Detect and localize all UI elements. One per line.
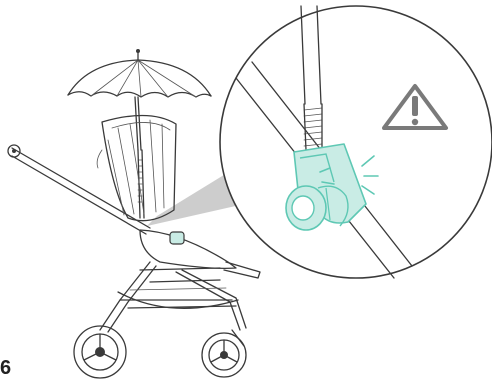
step-number: 6 — [0, 358, 11, 378]
detail-magnifier — [220, 6, 492, 278]
clamp-icon — [170, 232, 184, 244]
